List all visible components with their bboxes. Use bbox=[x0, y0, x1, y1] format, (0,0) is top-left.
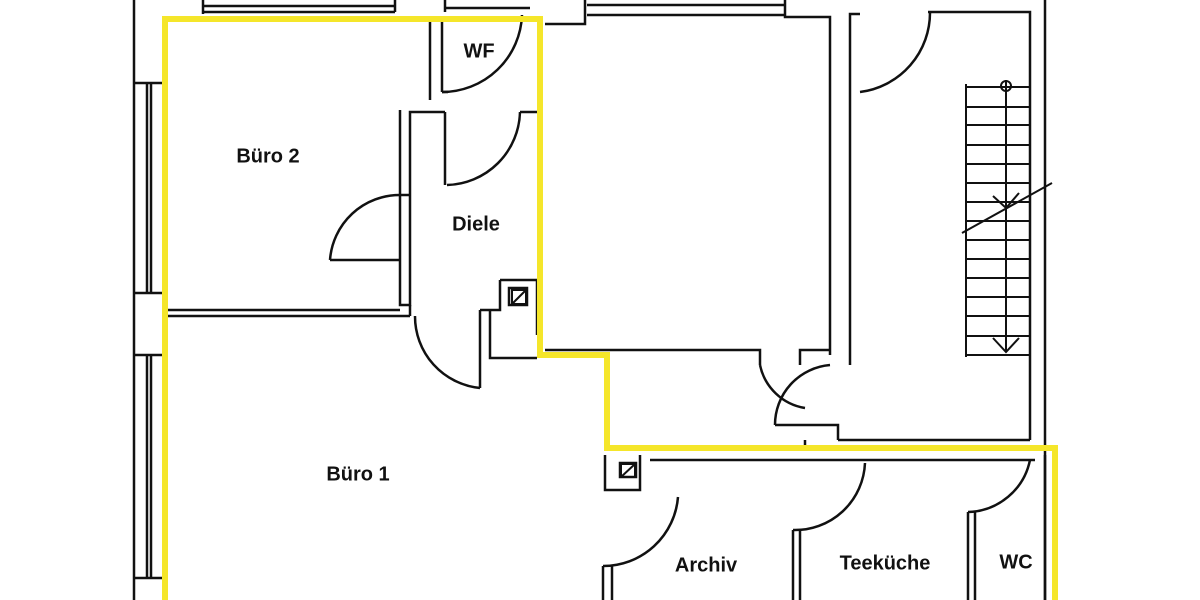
room-label-wf: WF bbox=[463, 40, 495, 63]
room-label-archiv: Archiv bbox=[674, 554, 738, 577]
room-label-diele: Diele bbox=[452, 213, 500, 236]
room-label-teekueche: Teeküche bbox=[839, 552, 931, 575]
highlight-boundary bbox=[162, 16, 1058, 600]
room-label-wc: WC bbox=[999, 551, 1033, 574]
room-label-buero2: Büro 2 bbox=[236, 145, 300, 168]
chimney-shaft-icon bbox=[511, 289, 636, 478]
staircase-icon bbox=[961, 80, 1053, 357]
walls bbox=[132, 0, 1047, 600]
room-label-buero1: Büro 1 bbox=[326, 463, 390, 486]
